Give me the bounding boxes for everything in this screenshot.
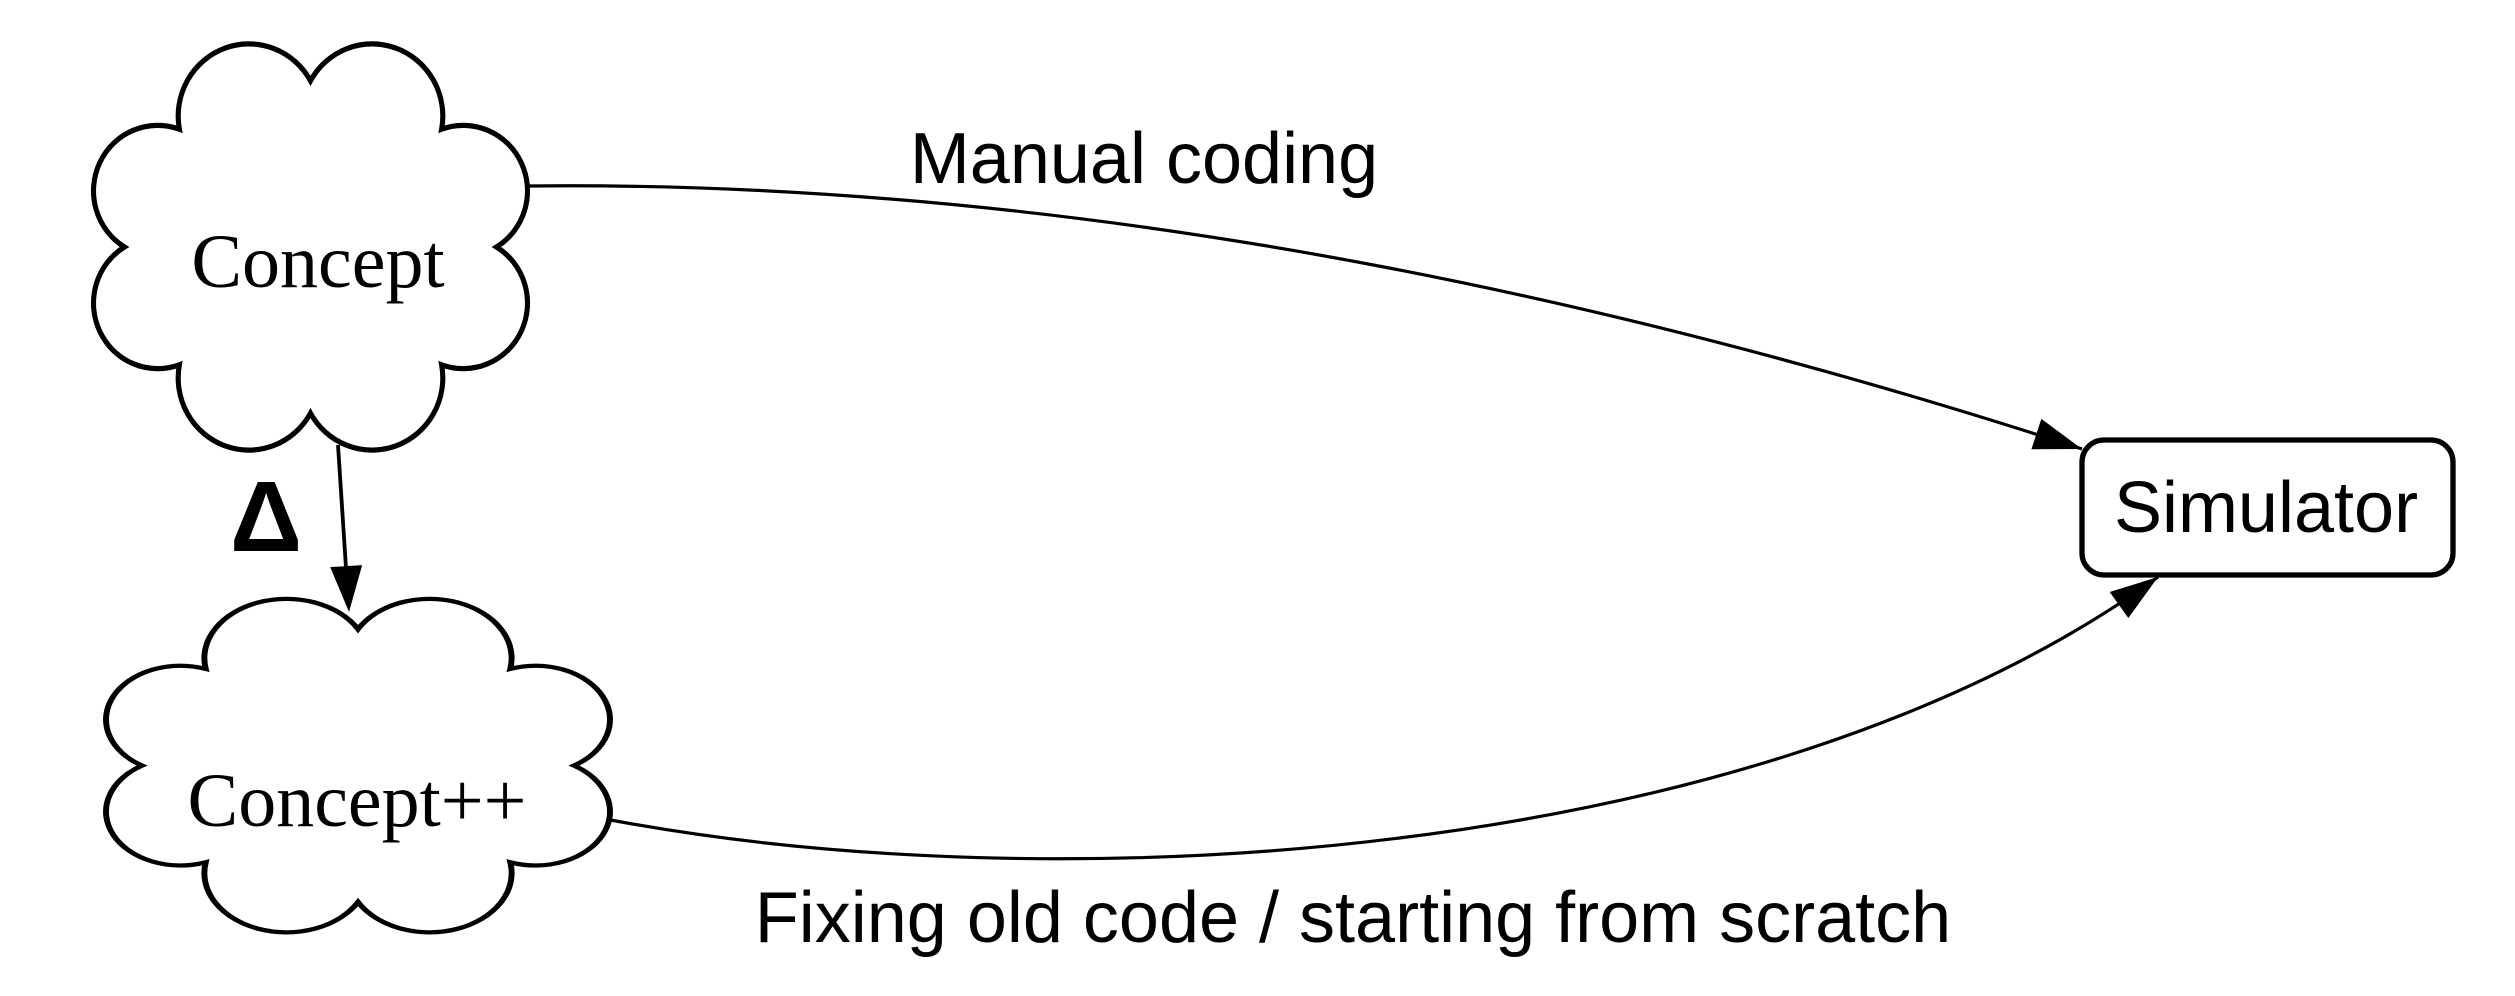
arrowhead-delta-icon — [330, 565, 363, 612]
concept-cloud-icon — [90, 41, 531, 453]
delta-label: Δ — [230, 461, 302, 573]
manual-coding-label: Manual coding — [910, 119, 1378, 199]
concept-pp-label: Concept++ — [188, 759, 527, 843]
fixing-old-code-label: Fixing old code / starting from scratch — [755, 878, 1951, 958]
edge-delta — [336, 444, 348, 569]
simulator-box — [2079, 437, 2456, 578]
concept-label: Concept — [191, 220, 444, 304]
simulator-label: Simulator — [2114, 468, 2418, 548]
concept-pp-cloud-icon — [103, 596, 613, 935]
edge-fixing-old-code — [599, 575, 2159, 861]
arrowhead-manual-coding-icon — [2031, 418, 2082, 450]
edge-manual-coding — [527, 184, 2083, 451]
arrowhead-fixing-old-code-icon — [2109, 577, 2158, 619]
